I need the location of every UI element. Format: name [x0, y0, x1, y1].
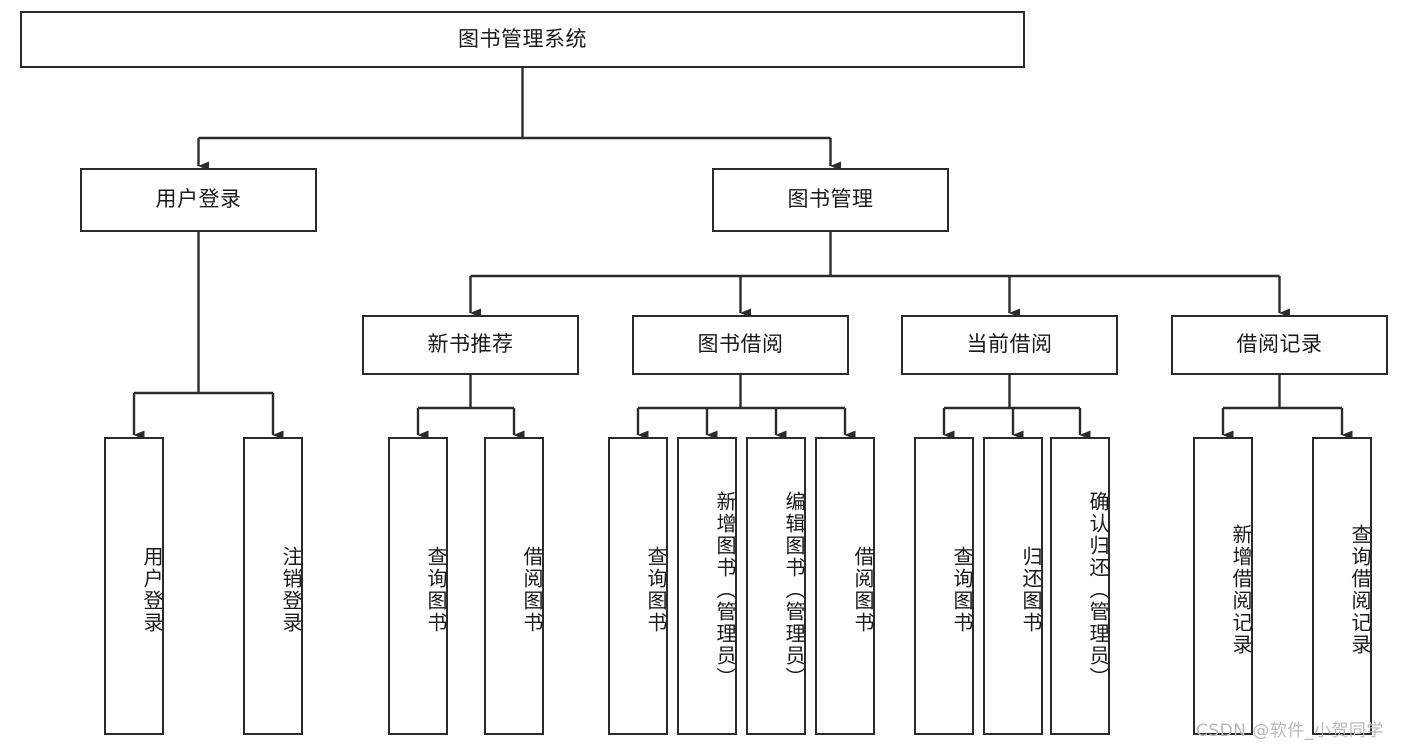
node-label: 归还图书 [1019, 546, 1043, 634]
node-label: 借阅记录 [1236, 332, 1323, 357]
node-label: 图书管理系统 [458, 26, 587, 51]
node-label: 用户登录 [155, 187, 242, 212]
node-leaf-confirm-return-admin[interactable]: 确认归还（管理员） [1050, 437, 1110, 735]
node-label: 编辑图书（管理员） [782, 491, 806, 689]
node-label: 新增图书（管理员） [713, 491, 737, 689]
node-leaf-return-book[interactable]: 归还图书 [983, 437, 1043, 735]
node-current-borrow[interactable]: 当前借阅 [901, 315, 1118, 375]
node-book-borrow[interactable]: 图书借阅 [632, 315, 849, 375]
node-leaf-borrow-book-1[interactable]: 借阅图书 [484, 437, 544, 735]
node-label: 用户登录 [140, 546, 164, 634]
node-leaf-user-login[interactable]: 用户登录 [104, 437, 164, 735]
node-label: 确认归还（管理员） [1086, 491, 1110, 689]
node-leaf-query-borrow-record[interactable]: 查询借阅记录 [1312, 437, 1372, 735]
node-leaf-add-borrow-record[interactable]: 新增借阅记录 [1193, 437, 1253, 735]
node-label: 图书借阅 [697, 332, 784, 357]
node-leaf-query-book-2[interactable]: 查询图书 [608, 437, 668, 735]
node-leaf-logout-login[interactable]: 注销登录 [243, 437, 303, 735]
node-leaf-add-book-admin[interactable]: 新增图书（管理员） [677, 437, 737, 735]
node-user-login[interactable]: 用户登录 [80, 168, 317, 232]
node-label: 新增借阅记录 [1229, 524, 1253, 656]
node-label: 查询图书 [644, 546, 668, 634]
node-leaf-query-book-1[interactable]: 查询图书 [388, 437, 448, 735]
node-label: 查询图书 [950, 546, 974, 634]
node-book-management[interactable]: 图书管理 [712, 168, 949, 232]
node-leaf-edit-book-admin[interactable]: 编辑图书（管理员） [746, 437, 806, 735]
node-label: 借阅图书 [520, 546, 544, 634]
node-label: 当前借阅 [966, 332, 1053, 357]
node-label: 查询借阅记录 [1348, 524, 1372, 656]
node-leaf-query-book-3[interactable]: 查询图书 [914, 437, 974, 735]
node-leaf-borrow-book-2[interactable]: 借阅图书 [815, 437, 875, 735]
csdn-watermark: CSDN @软件_小贺同学 [1196, 721, 1384, 741]
node-borrow-record[interactable]: 借阅记录 [1171, 315, 1388, 375]
node-label: 借阅图书 [851, 546, 875, 634]
node-label: 新书推荐 [427, 332, 514, 357]
node-label: 注销登录 [279, 546, 303, 634]
node-root-title[interactable]: 图书管理系统 [20, 11, 1025, 68]
node-new-book-recommend[interactable]: 新书推荐 [362, 315, 579, 375]
node-label: 图书管理 [787, 187, 874, 212]
node-label: 查询图书 [424, 546, 448, 634]
